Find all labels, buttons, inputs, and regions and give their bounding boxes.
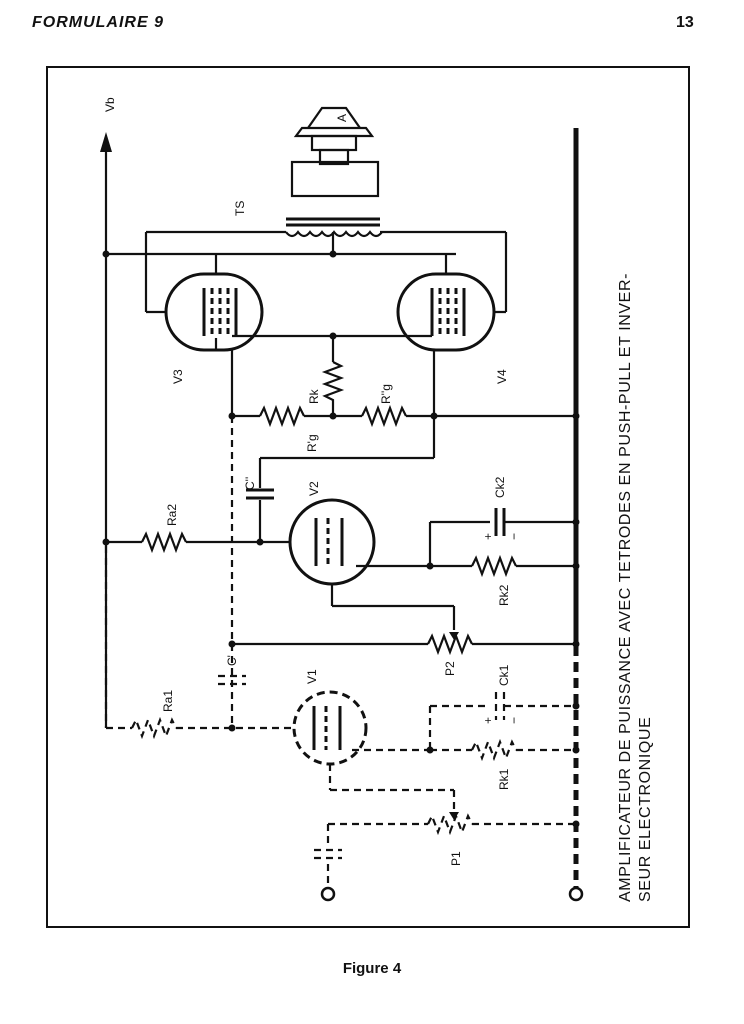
label-ts: TS	[233, 201, 247, 216]
ground-bus	[568, 128, 584, 902]
label-c2: C''	[243, 477, 257, 490]
input-terminal	[314, 848, 342, 902]
tube-v4	[396, 272, 496, 352]
tube-v3	[164, 272, 264, 352]
label-ck2: Ck2	[493, 476, 507, 498]
capacitor-c2	[230, 416, 434, 728]
diagram-title-line2: SEUR ELECTRONIQUE	[637, 717, 654, 902]
figure-caption: Figure 4	[342, 960, 402, 977]
label-rk: Rk	[307, 388, 321, 404]
resistor-ra2	[102, 530, 292, 554]
label-v3: V3	[171, 369, 185, 384]
resistor-ra1	[106, 716, 292, 740]
label-a: A	[335, 114, 349, 122]
potentiometer-p2	[228, 632, 580, 656]
figure-frame	[46, 66, 690, 928]
label-vb: Vb	[103, 97, 117, 112]
label-v4: V4	[495, 369, 509, 384]
plus-sign-ck1: +	[481, 717, 495, 724]
capacitor-c1	[218, 674, 246, 686]
component-labels: Vb A TS V3 V4 Rk R'g R''g C'' V2 Ra2 Ck2…	[103, 97, 521, 866]
header-title: FORMULAIRE 9	[32, 14, 164, 31]
circuit-diagram: Vb A TS V3 V4 Rk R'g R''g C'' V2 Ra2 Ck2…	[100, 97, 654, 902]
plus-sign-ck2: +	[481, 533, 495, 540]
label-ra2: Ra2	[165, 504, 179, 526]
label-ck1: Ck1	[497, 664, 511, 686]
speaker-icon	[290, 106, 380, 198]
label-rk1: Rk1	[497, 768, 511, 790]
vb-rail	[100, 132, 112, 728]
label-p2: P2	[443, 661, 457, 676]
diagram-title-line1: AMPLIFICATEUR DE PUISSANCE AVEC TETRODES…	[617, 273, 634, 902]
plate-wiring	[102, 232, 508, 314]
label-v2: V2	[307, 481, 321, 496]
label-rg2: R''g	[379, 384, 393, 404]
page-number: 13	[676, 14, 694, 31]
potentiometer-p1	[326, 812, 580, 844]
minus-sign-ck2: −	[507, 533, 521, 540]
cathode-v2-network	[426, 508, 580, 578]
label-v1: V1	[305, 669, 319, 684]
cathode-network	[214, 332, 580, 458]
label-p1: P1	[449, 851, 463, 866]
diagram-title: AMPLIFICATEUR DE PUISSANCE AVEC TETRODES…	[617, 273, 654, 902]
label-rk2: Rk2	[497, 584, 511, 606]
cathode-v1-network	[426, 692, 580, 762]
label-rg1: R'g	[305, 434, 319, 452]
label-c1: C'	[225, 655, 239, 666]
minus-sign-ck1: −	[507, 717, 521, 724]
tube-v1	[292, 690, 456, 810]
tube-v2	[288, 498, 456, 630]
label-ra1: Ra1	[161, 690, 175, 712]
output-transformer	[146, 217, 506, 254]
